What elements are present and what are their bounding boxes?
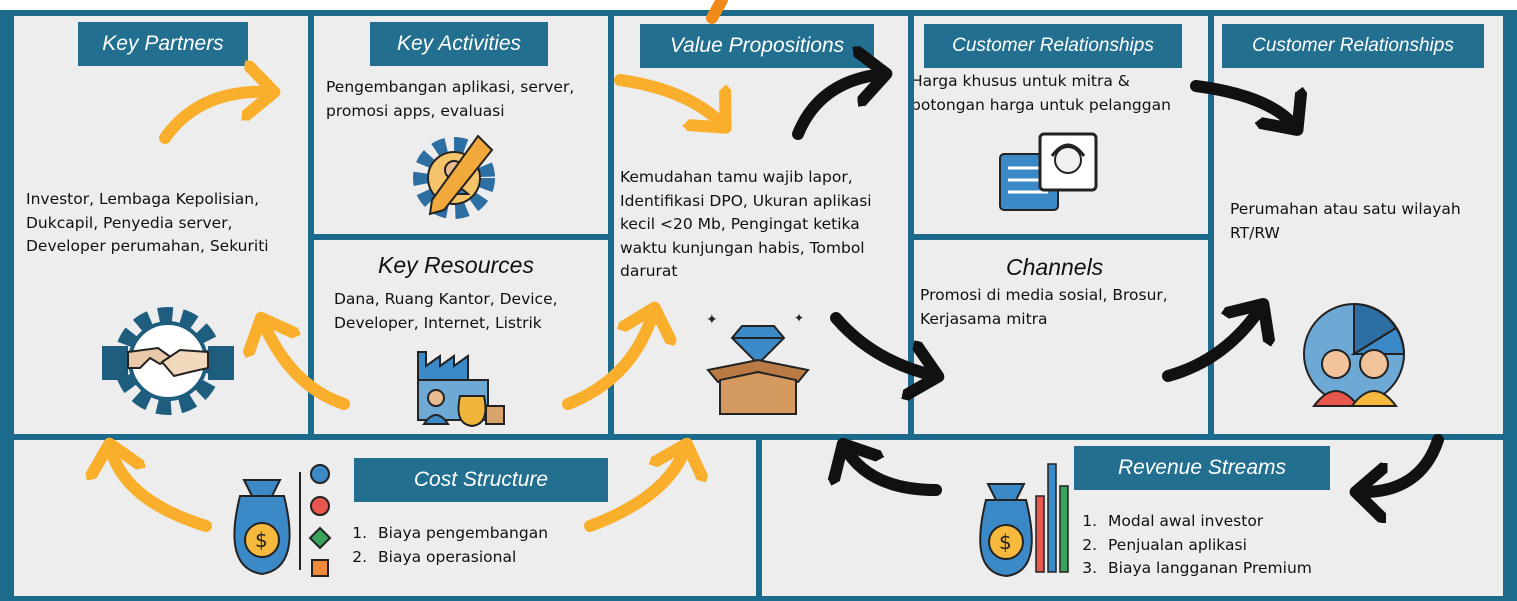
chat-support-agent-icon	[999, 132, 1098, 211]
list-item: Biaya operasional	[372, 546, 672, 570]
revenue-streams-label: Revenue Streams	[1074, 446, 1330, 490]
revenue-streams-list: Modal awal investor Penjualan aplikasi B…	[1078, 510, 1422, 581]
key-resources-block: Key Resources Dana, Ruang Kantor, Device…	[314, 240, 608, 434]
svg-text:$: $	[255, 528, 268, 552]
key-partners-label: Key Partners	[78, 22, 248, 66]
channels-block: Channels Promosi di media sosial, Brosur…	[914, 240, 1208, 434]
customer-relationships-text: Harga khusus untuk mitra & potongan harg…	[914, 72, 1171, 114]
value-propositions-block: Value Propositions Kemudahan tamu wajib …	[614, 16, 908, 434]
customer-relationships-label: Customer Relationships	[924, 24, 1182, 68]
value-propositions-label: Value Propositions	[640, 24, 874, 68]
svg-text:✦: ✦	[794, 311, 804, 325]
key-resources-heading: Key Resources	[378, 252, 534, 278]
list-item: Modal awal investor	[1102, 510, 1422, 534]
key-activities-block: Key Activities Pengembangan aplikasi, se…	[314, 16, 608, 234]
cost-structure-list: Biaya pengembangan Biaya operasional	[348, 522, 672, 569]
channels-heading: Channels	[1006, 254, 1104, 280]
person-gear-wrench-icon	[413, 134, 495, 219]
money-bag-bar-chart-icon: $	[979, 463, 1069, 578]
pie-chart-people-icon	[1303, 302, 1406, 407]
money-bag-flowchart-icon: $	[233, 464, 332, 577]
customer-relationships-block: Customer Relationships Harga khusus untu…	[914, 16, 1208, 234]
customer-segments-text: Perumahan atau satu wilayah RT/RW	[1230, 200, 1461, 242]
value-propositions-text: Kemudahan tamu wajib lapor, Identifikasi…	[620, 168, 872, 280]
list-item: Penjualan aplikasi	[1102, 534, 1422, 558]
list-item: Biaya langganan Premium	[1102, 557, 1422, 581]
diamond-box-icon: ✦ ✦	[706, 311, 810, 415]
svg-text:✦: ✦	[706, 311, 718, 327]
svg-text:$: $	[999, 530, 1012, 554]
key-partners-block: Key Partners Investor, Lembaga Kepolisia…	[14, 16, 308, 434]
cost-structure-label: Cost Structure	[354, 458, 608, 502]
customer-segments-label: Customer Relationships	[1222, 24, 1484, 68]
channels-text: Promosi di media sosial, Brosur, Kerjasa…	[920, 286, 1168, 328]
key-activities-label: Key Activities	[370, 22, 548, 66]
factory-money-bag-icon	[417, 351, 505, 428]
handshake-gear-icon	[102, 307, 234, 415]
revenue-streams-block: Revenue Streams Modal awal investor Penj…	[762, 440, 1503, 596]
list-item: Biaya pengembangan	[372, 522, 672, 546]
cost-structure-block: Cost Structure Biaya pengembangan Biaya …	[14, 440, 756, 596]
key-activities-text: Pengembangan aplikasi, server, promosi a…	[326, 78, 575, 120]
customer-segments-block: Customer Relationships Perumahan atau sa…	[1214, 16, 1503, 434]
key-partners-text: Investor, Lembaga Kepolisian, Dukcapil, …	[26, 190, 269, 255]
key-resources-text: Dana, Ruang Kantor, Device, Developer, I…	[334, 290, 558, 332]
